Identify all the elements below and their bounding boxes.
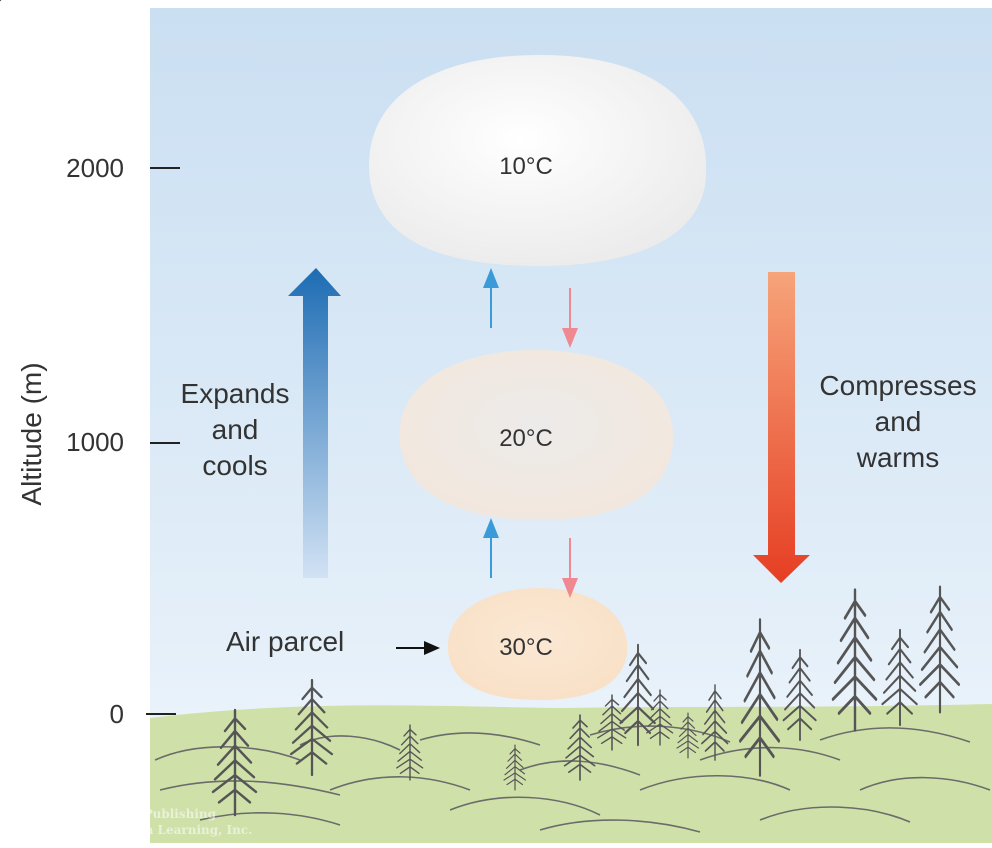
sink-arrow [753, 272, 810, 583]
parcel-30c [447, 588, 628, 700]
tick-label-1000: 1000 [66, 427, 124, 457]
rise-arrow-upper-head [483, 268, 499, 288]
tick-label-0: 0 [109, 699, 124, 729]
compresses-text: Compresses [819, 370, 977, 401]
temp-label-10c: 10°C [499, 153, 553, 180]
parcel-20c [399, 350, 674, 520]
expands-and-cools-label: Expands and cools [160, 376, 310, 484]
tick-label-2000: 2000 [66, 153, 124, 183]
compresses-and-warms-label: Compresses and warms [800, 368, 992, 476]
and-text-right: and [874, 406, 922, 437]
warms-text: warms [856, 442, 940, 473]
temp-label-20c: 20°C [499, 425, 553, 452]
ground [150, 704, 992, 843]
credit-line-1: 2007 © Brooks/Cole Publishing [4, 807, 217, 821]
air-parcel-pointer-head [424, 641, 440, 655]
sink-arrow-upper-head [562, 328, 578, 348]
cools-text: cools [202, 450, 268, 481]
small-rise-arrows [483, 268, 499, 578]
temp-label-30c: 30°C [499, 634, 553, 661]
rise-arrow-lower-head [483, 518, 499, 538]
small-sink-arrows [562, 288, 578, 598]
rise-arrow [288, 268, 341, 578]
air-parcel-label: Air parcel [226, 626, 345, 657]
expands-text: Expands [180, 378, 290, 409]
parcel-10c [369, 55, 707, 266]
and-text-left: and [211, 414, 259, 445]
sink-arrow-lower-head [562, 578, 578, 598]
credit-watermark: 2007 © Brooks/Cole Publishing A division… [4, 806, 252, 838]
axis-ticks [146, 167, 180, 715]
credit-line-2: A division of Thomson Learning, Inc. [4, 823, 253, 837]
